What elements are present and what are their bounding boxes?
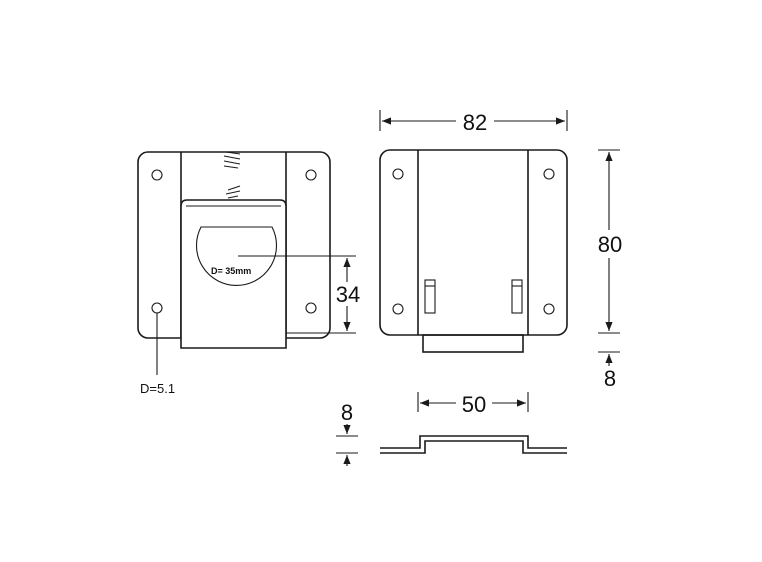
rear-hole-top-right bbox=[543, 168, 555, 180]
rear-lip bbox=[422, 334, 524, 353]
mounting-hole-bottom-left bbox=[151, 302, 163, 314]
dimension-50-label: 50 bbox=[462, 392, 486, 417]
dimension-80-label: 80 bbox=[598, 232, 622, 257]
dimension-8-side-label: 8 bbox=[341, 400, 353, 425]
dimension-gap-80 bbox=[592, 230, 628, 258]
dimension-8-lip-label: 8 bbox=[604, 366, 616, 391]
slot-right bbox=[511, 279, 523, 314]
profile-bottom-edge bbox=[380, 440, 567, 454]
front-view: D= 35mm 34 D=5.1 bbox=[137, 151, 363, 396]
rear-plate bbox=[379, 149, 568, 336]
spring-icon bbox=[223, 151, 241, 199]
rear-hole-bottom-right bbox=[543, 303, 555, 315]
mounting-hole-top-right bbox=[305, 169, 317, 181]
dimension-gap-82 bbox=[456, 108, 494, 134]
rear-hole-bottom-left bbox=[392, 303, 404, 315]
dimension-gap-34 bbox=[333, 282, 363, 306]
hole-diameter-label: D=5.1 bbox=[140, 381, 175, 396]
slot-left bbox=[424, 279, 436, 314]
side-profile: 50 8 bbox=[336, 390, 567, 466]
tube-cutout bbox=[195, 226, 278, 286]
dimension-82-label: 82 bbox=[463, 110, 487, 135]
rear-view: 82 80 8 bbox=[379, 108, 628, 391]
clip-body bbox=[180, 199, 287, 349]
rear-hole-top-left bbox=[392, 168, 404, 180]
tube-diameter-label: D= 35mm bbox=[211, 266, 251, 276]
dimension-34-label: 34 bbox=[336, 282, 360, 307]
mounting-hole-top-left bbox=[151, 169, 163, 181]
profile-top-edge bbox=[380, 435, 567, 449]
dimension-gap-50 bbox=[456, 390, 492, 416]
mounting-hole-bottom-right bbox=[305, 302, 317, 314]
